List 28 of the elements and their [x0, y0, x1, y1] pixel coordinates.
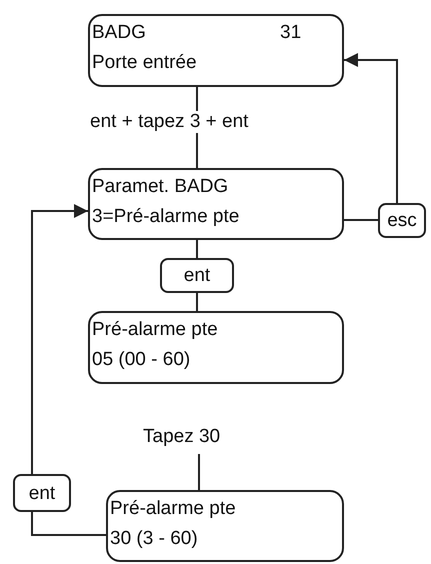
node-text: Pré-alarme pte [110, 498, 236, 520]
connector-line [31, 512, 106, 536]
node-text: Pré-alarme pte [92, 319, 218, 341]
node-text: Paramet. BADG [92, 176, 228, 198]
node-text: 30 (3 - 60) [110, 528, 198, 550]
process-box [88, 311, 344, 384]
connector-line [196, 293, 198, 311]
key-box [378, 203, 426, 238]
key-label: ent [182, 265, 212, 287]
process-box [106, 490, 344, 562]
arrow [31, 204, 88, 474]
node-text: 3=Pré-alarme pte [92, 206, 240, 228]
connector-line [344, 219, 378, 221]
node-text: Porte entrée [92, 52, 197, 74]
key-box [160, 258, 234, 293]
instruction-text: Tapez 30 [143, 426, 220, 448]
node-text: BADG [92, 22, 146, 44]
node-text: 05 (00 - 60) [92, 349, 190, 371]
key-label: ent [28, 483, 56, 505]
connector-line [196, 240, 198, 258]
connector-line [198, 454, 200, 490]
process-box [88, 168, 344, 240]
node-text: 31 [280, 22, 302, 44]
process-box [88, 14, 344, 87]
edge-label: ent + tapez 3 + ent [88, 111, 250, 133]
arrow [344, 53, 398, 203]
key-box [13, 474, 71, 512]
key-label: esc [386, 210, 418, 232]
